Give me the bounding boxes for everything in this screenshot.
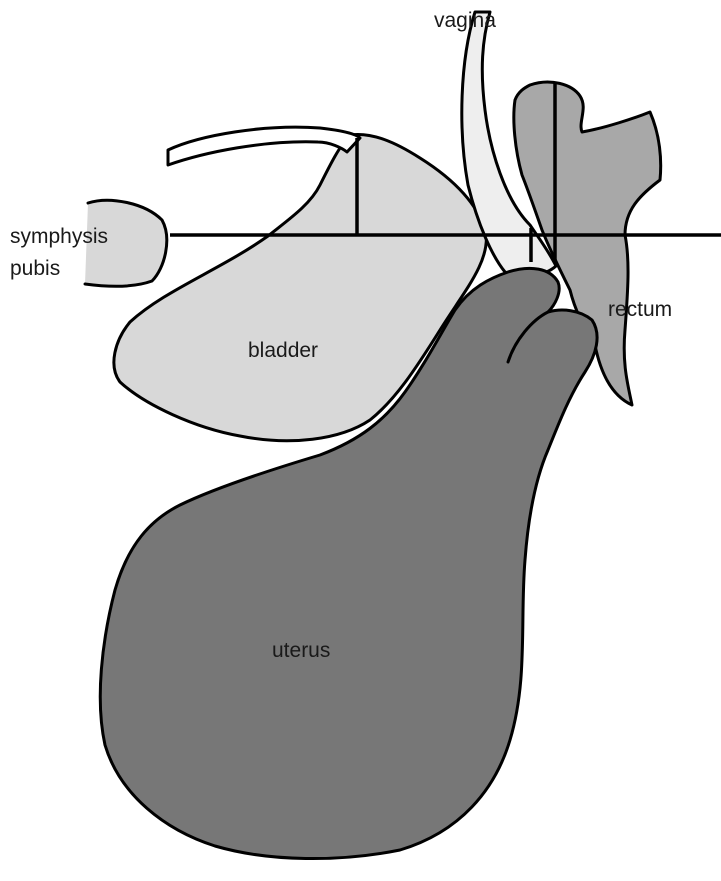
vagina-label: vagina — [434, 9, 496, 32]
bladder-label: bladder — [248, 339, 318, 362]
symphysis-label: symphysis — [10, 225, 108, 248]
rectum-label: rectum — [608, 298, 672, 321]
uterus-label: uterus — [272, 639, 330, 662]
pubis-label: pubis — [10, 257, 60, 280]
bladder-top-ribbon — [168, 127, 360, 165]
